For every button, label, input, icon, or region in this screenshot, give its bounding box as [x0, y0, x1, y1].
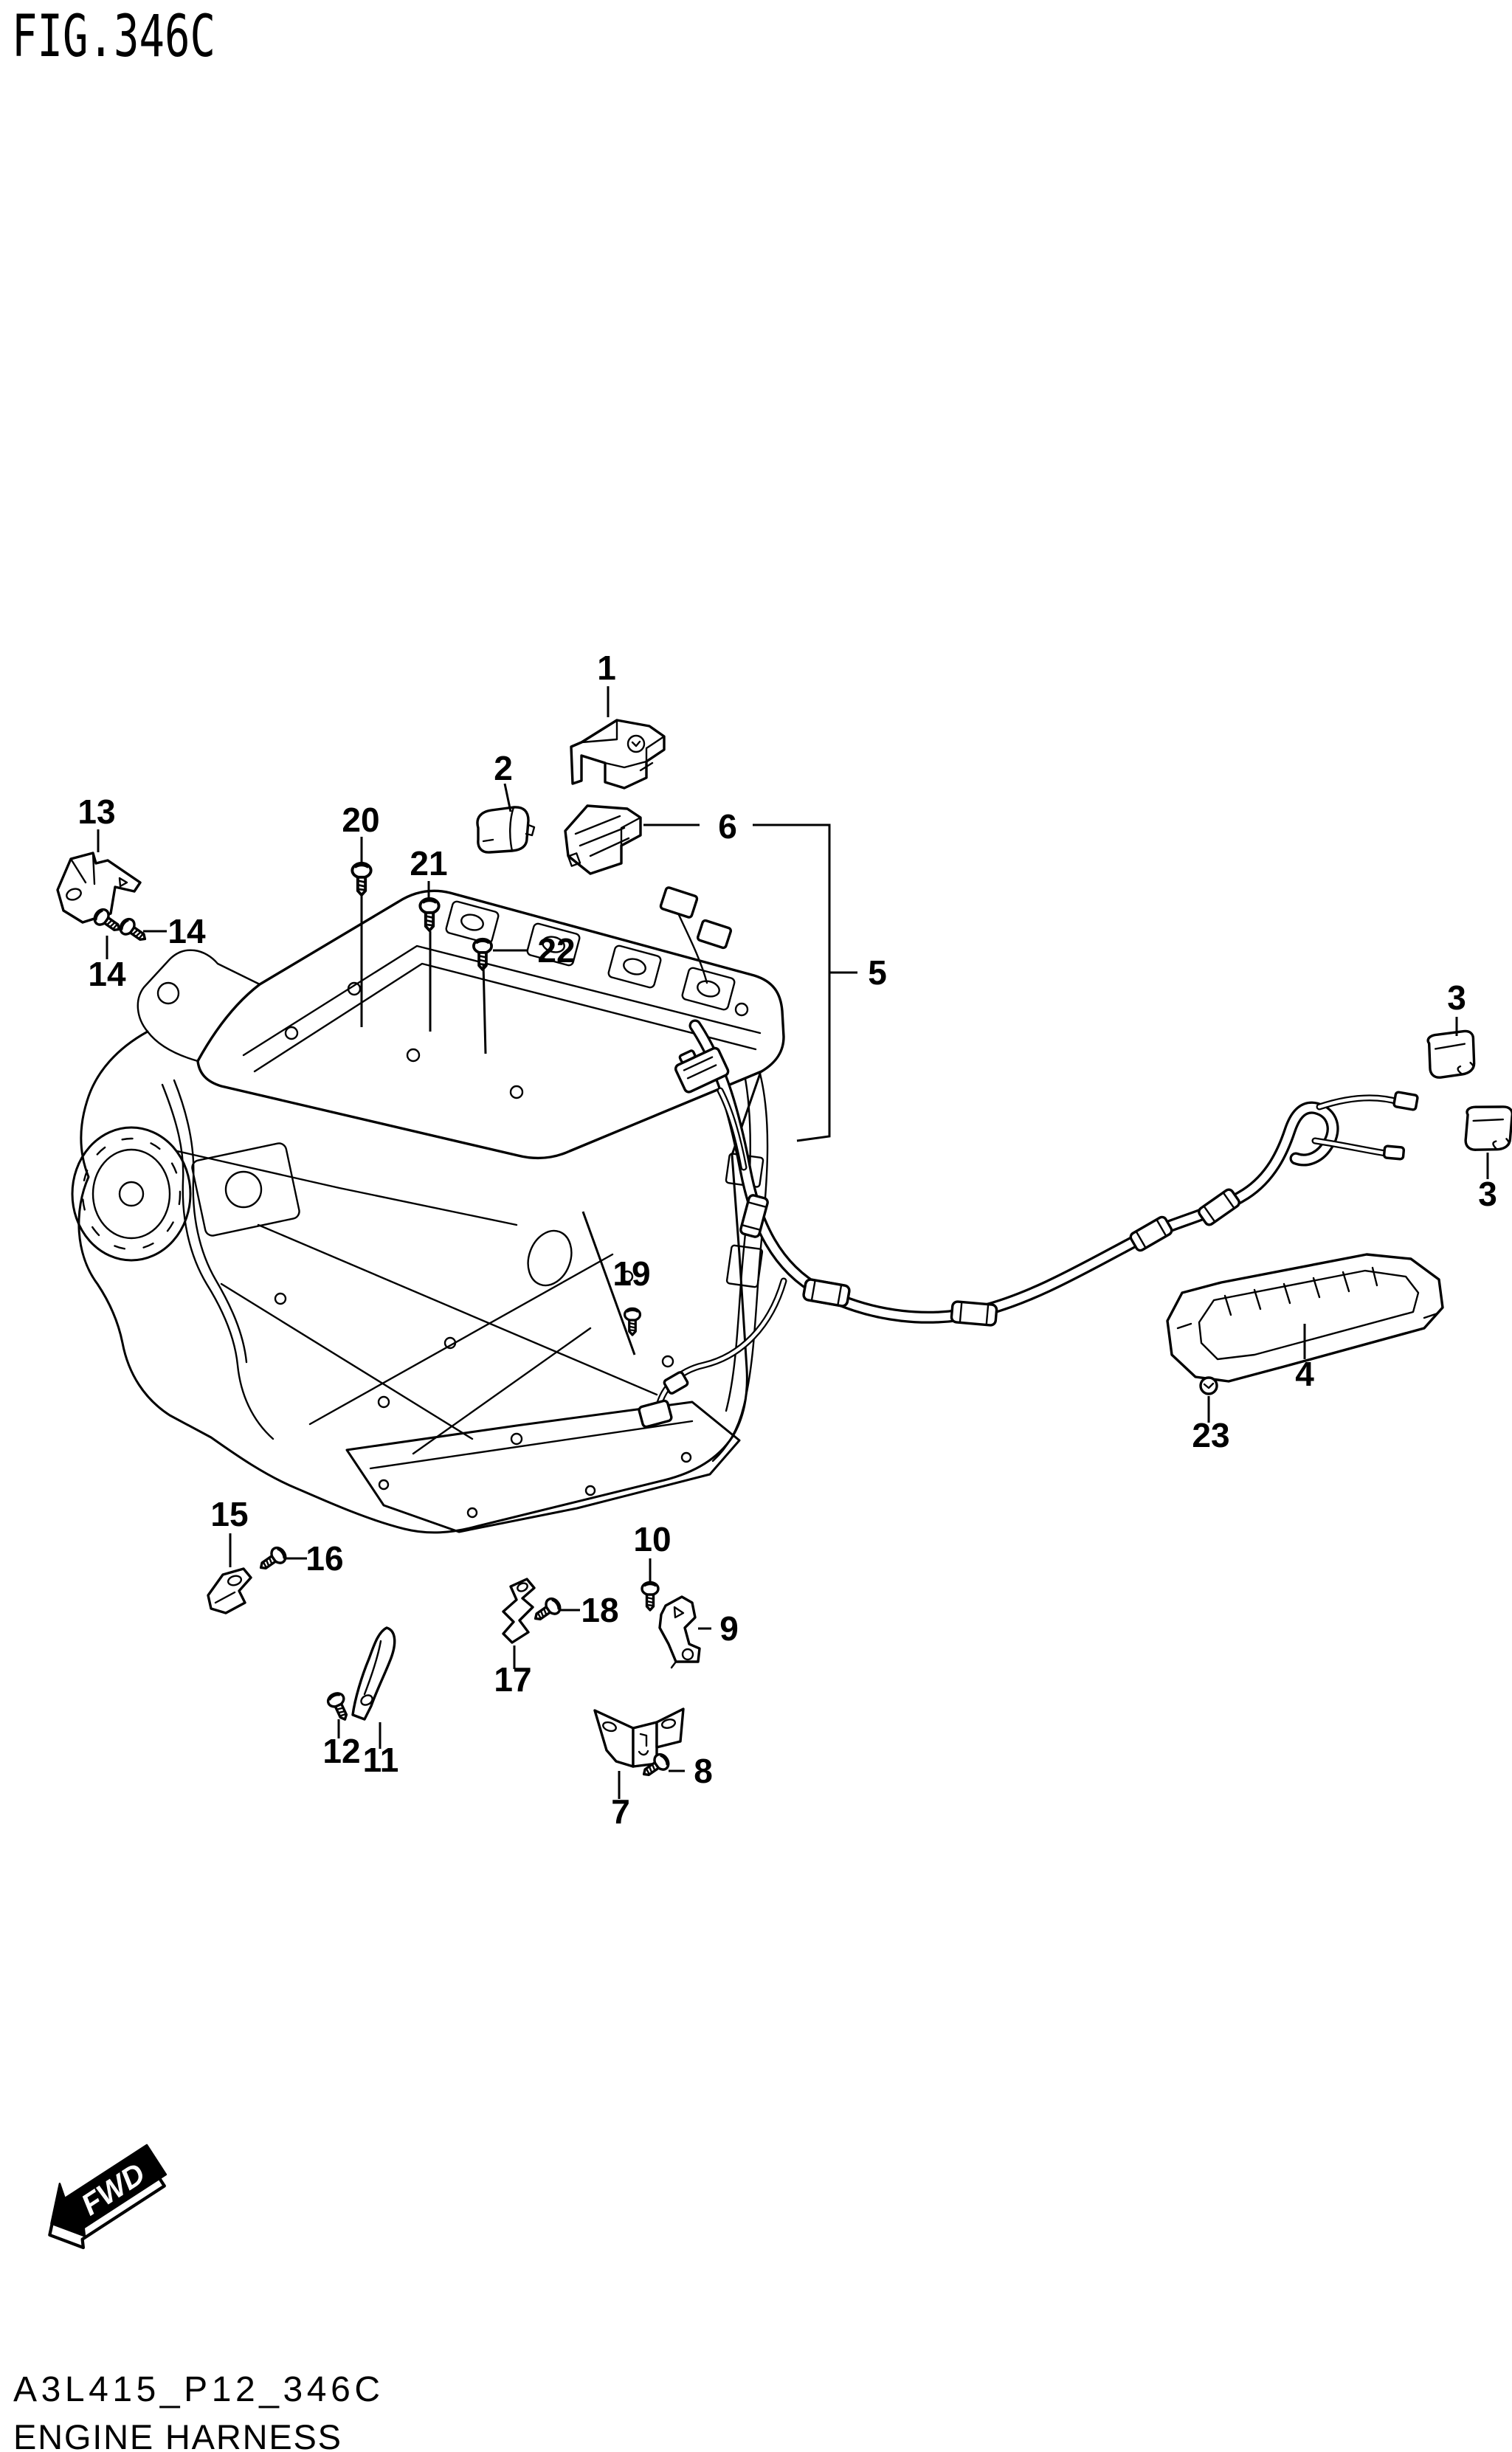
callout-11: 11 [363, 1741, 399, 1779]
engine-harness [638, 1019, 1419, 1429]
part-7-bracket [593, 1707, 685, 1768]
part-15-bracket [207, 1567, 252, 1614]
crank-pulley [71, 1126, 192, 1262]
fwd-arrow-face [50, 2144, 168, 2237]
callout-14b: 14 [88, 955, 126, 993]
callout-7: 7 [611, 1792, 630, 1831]
part-18-screw [529, 1595, 565, 1627]
callout-19: 19 [612, 1254, 650, 1293]
callout-21: 21 [410, 844, 447, 883]
part-23-grommet [1199, 1376, 1218, 1395]
callout-5: 5 [868, 953, 887, 992]
callout-6: 6 [718, 807, 737, 846]
oil-pan [345, 1401, 741, 1533]
part-12-screw [324, 1689, 354, 1724]
callout-18: 18 [581, 1591, 618, 1629]
part-3-cap [1426, 1029, 1477, 1080]
callout-10: 10 [633, 1520, 671, 1558]
fwd-indicator: FWD [48, 2144, 168, 2250]
loose-parts [56, 719, 1512, 1783]
part-17-bracket [502, 1578, 536, 1644]
callout-16: 16 [305, 1539, 343, 1578]
callout-9: 9 [719, 1609, 739, 1648]
callout-1: 1 [597, 649, 616, 687]
callout-22: 22 [537, 931, 575, 970]
callout-23: 23 [1192, 1416, 1229, 1454]
figure-caption: ENGINE HARNESS [13, 2417, 342, 2452]
part-1-clamp [570, 719, 666, 790]
callout-3a: 3 [1447, 978, 1466, 1017]
callout-13: 13 [77, 792, 115, 831]
part-4-protector [1166, 1253, 1444, 1383]
callout-14a: 14 [168, 912, 206, 950]
part-11-bracket [351, 1626, 396, 1721]
figure-title: FIG.346C [12, 4, 215, 70]
part-9-bracket [658, 1595, 701, 1669]
drawing-code: A3L415_P12_346C [13, 2370, 382, 2409]
part-10-bolt [641, 1581, 660, 1612]
part-16-screw [255, 1544, 290, 1576]
callout-12: 12 [322, 1732, 360, 1770]
leader-lines [97, 686, 1489, 1799]
callout-8: 8 [694, 1752, 713, 1790]
part-3-cap [1463, 1103, 1512, 1153]
engine-assembly [71, 886, 785, 1534]
callout-15: 15 [210, 1495, 248, 1533]
part-20-bolt [351, 861, 373, 897]
harness-connector [674, 1046, 730, 1094]
callout-3b: 3 [1478, 1175, 1497, 1213]
callout-20: 20 [342, 801, 379, 839]
callout-2: 2 [494, 749, 513, 787]
valve-cover [196, 889, 785, 1160]
callout-4: 4 [1295, 1355, 1314, 1393]
part-2-cover [476, 806, 536, 854]
part-6-bracket [564, 804, 642, 875]
part-13-bracket [56, 852, 142, 924]
engine-block-outline [77, 1030, 762, 1534]
callout-17: 17 [494, 1660, 531, 1699]
